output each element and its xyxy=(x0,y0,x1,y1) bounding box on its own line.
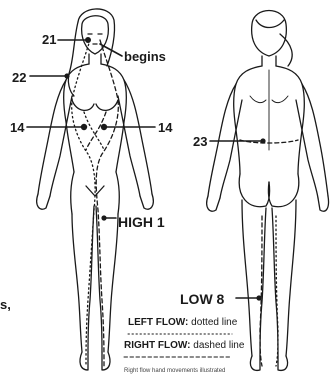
legend-left-key: LEFT FLOW: xyxy=(128,317,188,328)
leader-lines xyxy=(27,40,262,298)
legend-right-flow: RIGHT FLOW: dashed line xyxy=(124,341,244,351)
legend-left-flow: LEFT FLOW: dotted line xyxy=(128,318,237,328)
point-label-23: 23 xyxy=(193,135,207,148)
point-label-14-right: 14 xyxy=(158,121,172,134)
point-label-14-left: 14 xyxy=(10,121,24,134)
label-low-8: LOW 8 xyxy=(180,292,224,306)
label-begins: begins xyxy=(124,50,166,63)
footer-caption: Right flow hand movements illustrated xyxy=(124,368,225,374)
point-label-21: 21 xyxy=(42,33,56,46)
label-high-1: HIGH 1 xyxy=(118,215,165,229)
legend-right-key: RIGHT FLOW: xyxy=(124,340,190,351)
lymph-points xyxy=(64,37,265,301)
point-label-22: 22 xyxy=(12,71,26,84)
legend-left-desc: dotted line xyxy=(191,317,237,328)
legend-right-desc: dashed line xyxy=(193,340,244,351)
cropped-text-fragment: s, xyxy=(0,298,11,311)
